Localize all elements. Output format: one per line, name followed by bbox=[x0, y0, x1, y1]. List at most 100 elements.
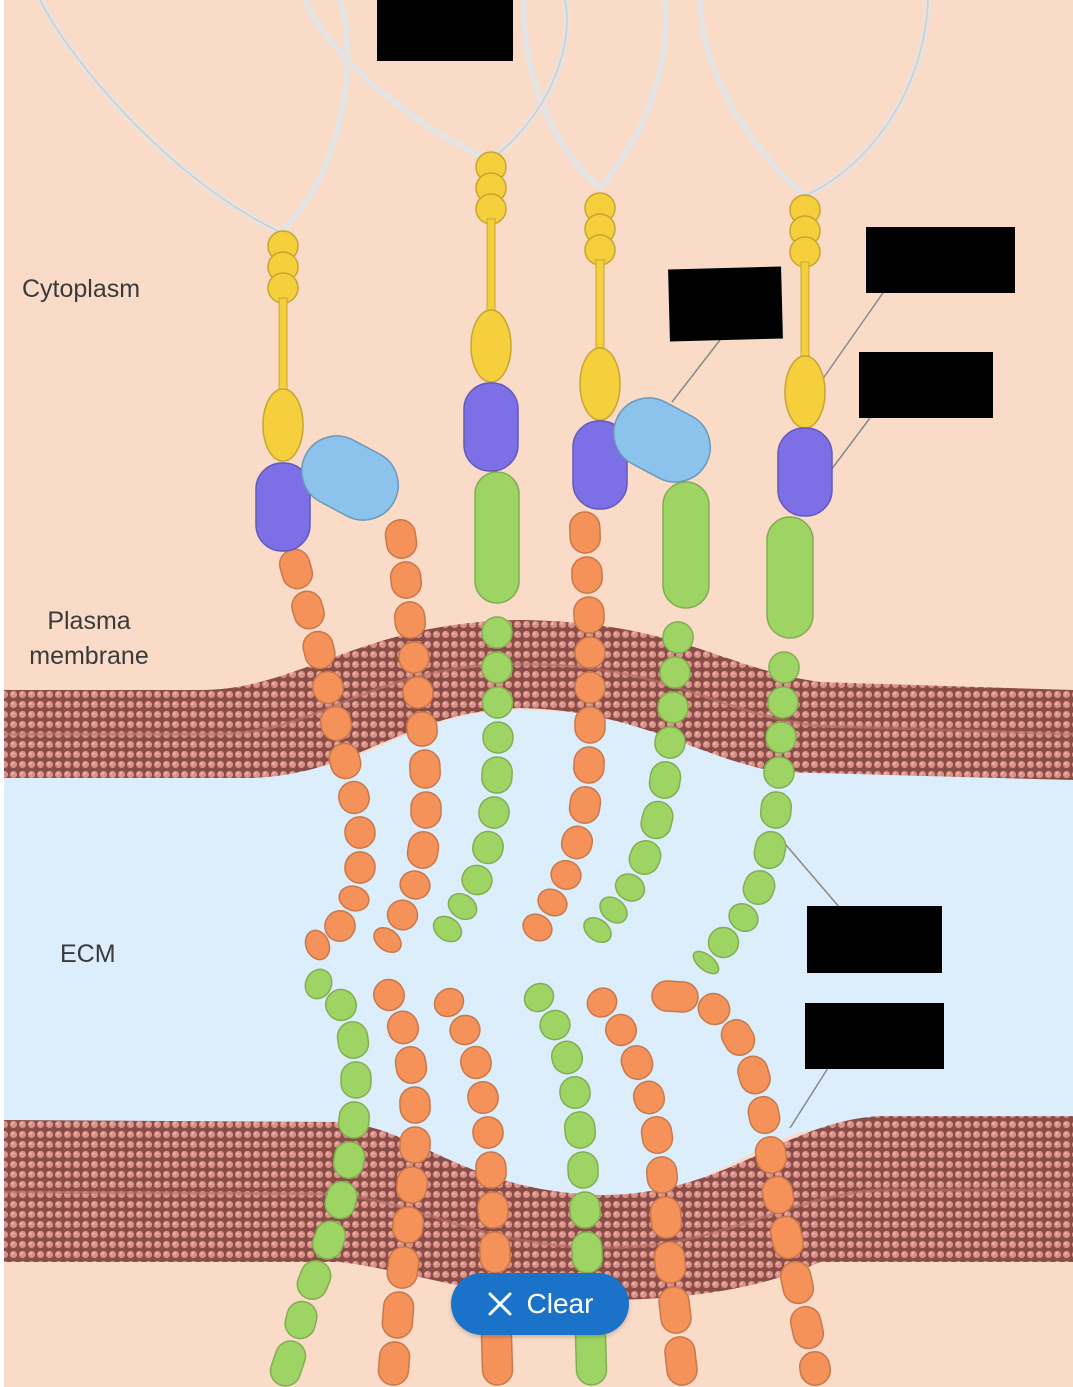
cadherin-domain bbox=[409, 749, 441, 789]
cadherin-domain bbox=[662, 621, 694, 654]
hidden-label-box-6[interactable] bbox=[805, 1003, 944, 1069]
cadherin-domain bbox=[522, 913, 553, 942]
cadherin-domain bbox=[763, 756, 795, 789]
cadherin-domain bbox=[399, 1086, 431, 1124]
cadherin-domain bbox=[460, 1045, 492, 1080]
hidden-label-box-3[interactable] bbox=[866, 227, 1015, 293]
cadherin-domain bbox=[767, 686, 799, 719]
catenin-domain-purple bbox=[572, 420, 628, 510]
cadherin-domain bbox=[478, 796, 510, 829]
cadherin-domain bbox=[336, 1021, 370, 1059]
cadherin-domain bbox=[569, 1191, 601, 1229]
cadherin-domain bbox=[586, 987, 618, 1018]
cadherin-domain bbox=[481, 686, 514, 719]
cadherin-domain bbox=[728, 903, 759, 932]
clear-button-label: Clear bbox=[526, 1288, 594, 1319]
orange-strand-2 bbox=[373, 519, 442, 954]
catenin-body bbox=[784, 355, 826, 429]
cadherin-domain bbox=[389, 561, 423, 599]
cadherin-domain bbox=[568, 786, 602, 824]
cadherin-domain bbox=[567, 1151, 599, 1189]
cadherin-domain bbox=[377, 1341, 411, 1386]
cadherin-domain bbox=[433, 987, 465, 1018]
hidden-label-box-1[interactable] bbox=[377, 0, 513, 61]
cadherin-domain bbox=[284, 1300, 318, 1340]
cadherin-domain bbox=[475, 1151, 507, 1189]
cadherin-domain bbox=[697, 992, 731, 1026]
cadherin-domain bbox=[304, 968, 333, 1000]
green-stalk-3 bbox=[766, 516, 814, 639]
cadherin-domain bbox=[386, 1010, 420, 1045]
catenin-complexes bbox=[255, 151, 833, 552]
cadherin-domain bbox=[344, 816, 376, 849]
cadherin-domain bbox=[393, 601, 427, 639]
catenin-domain-purple bbox=[777, 427, 833, 517]
cadherin-domain bbox=[391, 1206, 425, 1244]
cadherin-domain bbox=[658, 1286, 692, 1334]
cadherin-domain bbox=[296, 1260, 332, 1300]
catenin-complex-3 bbox=[572, 192, 628, 510]
hidden-label-box-2[interactable] bbox=[668, 266, 783, 342]
cadherin-domain bbox=[599, 896, 628, 924]
cadherin-domain bbox=[523, 982, 555, 1013]
catenin-body bbox=[579, 347, 621, 421]
cadherin-domain bbox=[324, 1180, 358, 1220]
cadherin-domain bbox=[754, 1136, 788, 1174]
cadherin-domain bbox=[620, 1045, 654, 1080]
cadherin-domain bbox=[692, 950, 720, 975]
cadherin-domain bbox=[659, 656, 691, 689]
cadherin-domain bbox=[653, 1241, 687, 1284]
cadherin-domain bbox=[583, 916, 612, 944]
cadherin-domain bbox=[769, 1215, 805, 1260]
cadherin-domain bbox=[550, 859, 582, 891]
cadherin-domain bbox=[651, 980, 699, 1013]
green-strand-3 bbox=[692, 651, 800, 975]
cadherin-domain bbox=[761, 1175, 795, 1215]
cadherin-strands-upper bbox=[278, 471, 814, 975]
cadherin-domain bbox=[395, 1166, 429, 1204]
catenin-complex-1 bbox=[255, 230, 311, 552]
cadherin-domain bbox=[373, 926, 402, 954]
orange-strand-7 bbox=[651, 980, 832, 1386]
cadherin-domain bbox=[399, 870, 431, 900]
blue-domain-2 bbox=[613, 397, 711, 483]
orange-strand-6 bbox=[586, 987, 698, 1386]
cadherin-domain bbox=[759, 791, 793, 829]
cadherin-domain bbox=[720, 1019, 756, 1056]
cadherin-domain bbox=[337, 1101, 371, 1139]
cadherin-domain bbox=[291, 590, 325, 630]
plasma-membrane-label-line2: membrane bbox=[29, 642, 149, 670]
cadherin-domain bbox=[573, 746, 605, 784]
upper-membrane bbox=[4, 620, 1073, 780]
catenin-complex-4 bbox=[777, 194, 833, 517]
cadherin-domain bbox=[461, 864, 493, 896]
cadherin-domain bbox=[747, 1095, 781, 1135]
plasma-membrane-label-line1: Plasma bbox=[47, 607, 131, 635]
cadherin-domain bbox=[604, 1013, 638, 1047]
cadherin-domain bbox=[574, 706, 606, 744]
cadherin-domain bbox=[539, 1009, 571, 1041]
cadherin-domain bbox=[467, 1081, 499, 1114]
hidden-label-box-5[interactable] bbox=[807, 906, 942, 973]
green-stalk-2 bbox=[662, 481, 710, 609]
cadherin-domain bbox=[372, 978, 406, 1012]
catenin-domain-purple bbox=[463, 382, 519, 472]
clear-button[interactable]: Clear bbox=[451, 1273, 629, 1335]
green-strand-1 bbox=[432, 616, 514, 943]
cadherin-domain bbox=[432, 915, 463, 943]
cadherin-domain bbox=[779, 1260, 815, 1305]
cadherin-domain bbox=[798, 1351, 832, 1386]
cadherin-domain bbox=[481, 651, 513, 684]
orange-strand-1 bbox=[278, 548, 376, 961]
cadherin-domain bbox=[481, 756, 513, 794]
close-icon bbox=[488, 1292, 512, 1316]
plasma-membrane-label: Plasma membrane bbox=[14, 604, 164, 674]
cadherin-domain bbox=[640, 800, 674, 840]
cadherin-strands-lower bbox=[269, 968, 832, 1387]
hidden-label-box-4[interactable] bbox=[859, 352, 993, 418]
ecm-label: ECM bbox=[60, 940, 116, 968]
cadherin-domain bbox=[406, 711, 438, 747]
cadherin-domain bbox=[628, 840, 662, 875]
